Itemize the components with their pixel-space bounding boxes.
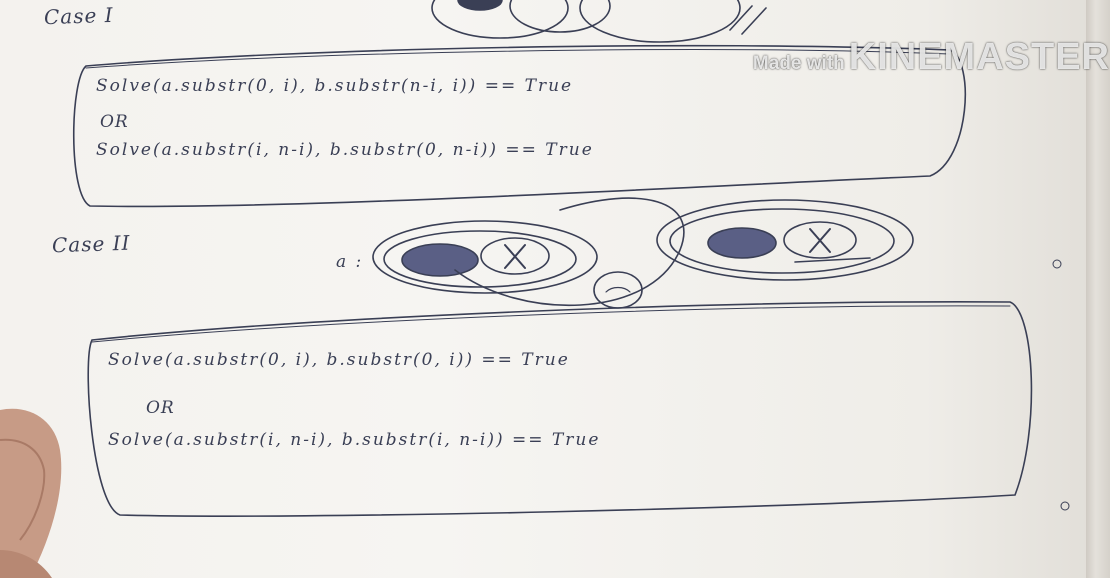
top-circle-left: [431, 0, 569, 39]
paper-edge: [1086, 0, 1110, 578]
case2-left-x-circle: [480, 237, 550, 275]
case2-line2: Solve(a.substr(i, n-i), b.substr(i, n-i)…: [108, 430, 601, 450]
case2-var-label: a :: [336, 252, 364, 272]
case2-left-inner: [383, 230, 577, 288]
case1-label: Case I: [43, 2, 114, 30]
margin-dot-2: [1060, 501, 1070, 511]
case2-small-circle: [593, 271, 643, 309]
case2-box: [87, 301, 1033, 517]
case2-right-x: [809, 228, 831, 253]
case2-box-double: [91, 305, 1011, 343]
finger: [0, 408, 62, 578]
kinemaster-watermark: Made with KINEMASTER: [753, 36, 1110, 80]
top-hatch: [729, 5, 767, 35]
case2-right-x-circle: [783, 221, 857, 259]
case1-box-double: [85, 49, 951, 69]
case2-right-shaded: [707, 227, 777, 259]
case2-line1: Solve(a.substr(0, i), b.substr(0, i)) ==…: [108, 350, 570, 370]
case1-box: [72, 44, 967, 208]
case2-right-outer: [656, 199, 914, 281]
case2-right-inner: [669, 208, 895, 274]
case2-label: Case II: [51, 230, 131, 258]
watermark-brand: KINEMASTER: [848, 36, 1110, 78]
case1-line2: Solve(a.substr(i, n-i), b.substr(0, n-i)…: [96, 140, 594, 160]
case2-right-underline: [794, 257, 871, 263]
case1-line1: Solve(a.substr(0, i), b.substr(n-i, i)) …: [96, 76, 574, 96]
case2-left-shaded: [401, 243, 479, 277]
case2-connector-arc: [454, 197, 685, 307]
case1-or: OR: [100, 112, 129, 132]
case2-or: OR: [146, 398, 175, 418]
case2-left-outer: [372, 220, 598, 294]
case2-left-x: [504, 244, 526, 269]
top-shaded-blob: [457, 0, 503, 11]
margin-dot-1: [1052, 259, 1062, 269]
watermark-prefix: Made with: [752, 53, 845, 74]
case2-small-scribble: [605, 286, 631, 293]
top-circle-right: [579, 0, 741, 43]
top-circle-mid: [509, 0, 611, 33]
